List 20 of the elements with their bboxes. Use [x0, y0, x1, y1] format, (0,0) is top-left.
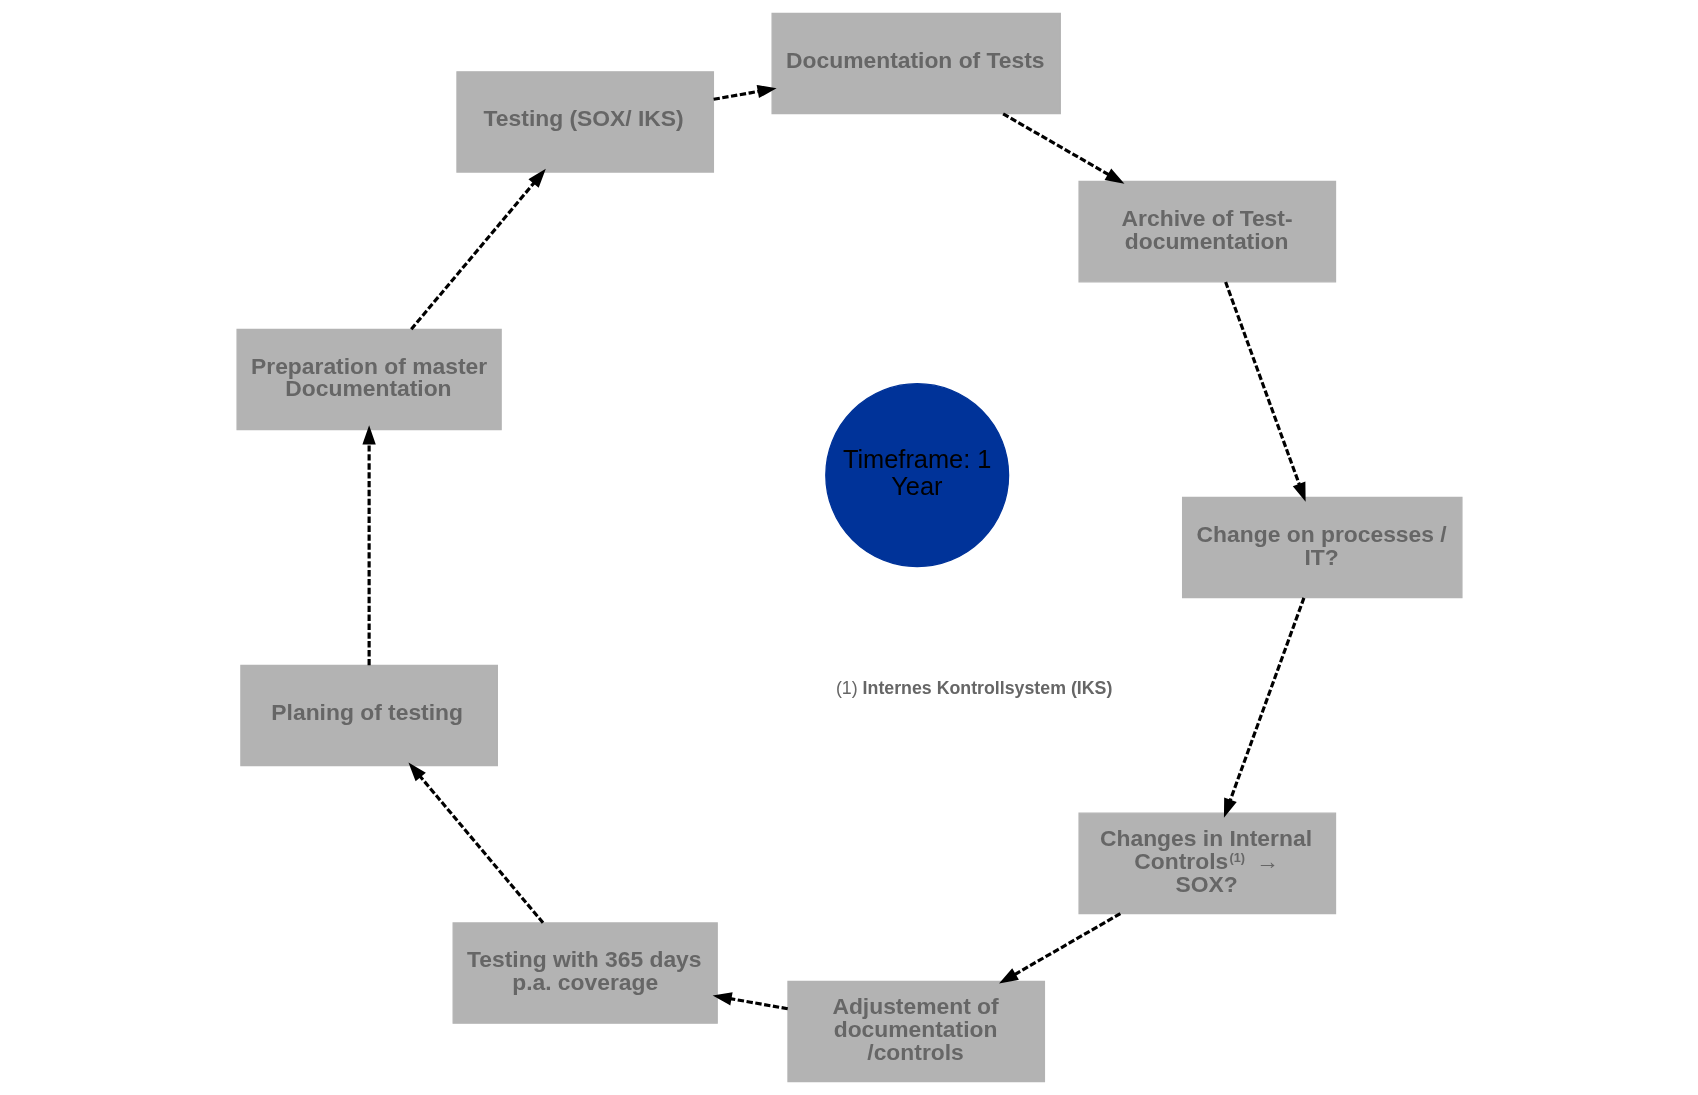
arrow: [1223, 281, 1306, 502]
node-box: Changes in Internal Controls$^{(1)}$ → SOX?: [1077, 812, 1336, 915]
arrow: [409, 168, 546, 331]
node-box: Planing of testing: [239, 664, 498, 767]
arrow: [712, 84, 777, 101]
node-box: Change on processes / IT?: [1181, 496, 1463, 599]
node-box: Archive of Test-documentation: [1077, 180, 1336, 283]
arrow: [998, 912, 1121, 984]
arrow: [712, 992, 788, 1011]
node-box: Testing with 365 days p.a. coverage: [452, 922, 718, 1024]
node-box: Adjustement of documentation /controls: [786, 980, 1045, 1083]
arrow: [407, 762, 544, 924]
node-box: Preparation of master Documentation: [235, 328, 502, 431]
arrow: [1001, 112, 1124, 184]
node-box: Documentation of Tests: [770, 12, 1061, 115]
node-box: Testing (SOX/ IKS): [455, 71, 714, 173]
label: (1) Internes Kontrollsystem (IKS): [835, 678, 1112, 699]
arrow: [361, 425, 376, 666]
arrow: [1223, 597, 1305, 818]
node-circle: Timeframe: 1 Year: [824, 383, 1009, 568]
